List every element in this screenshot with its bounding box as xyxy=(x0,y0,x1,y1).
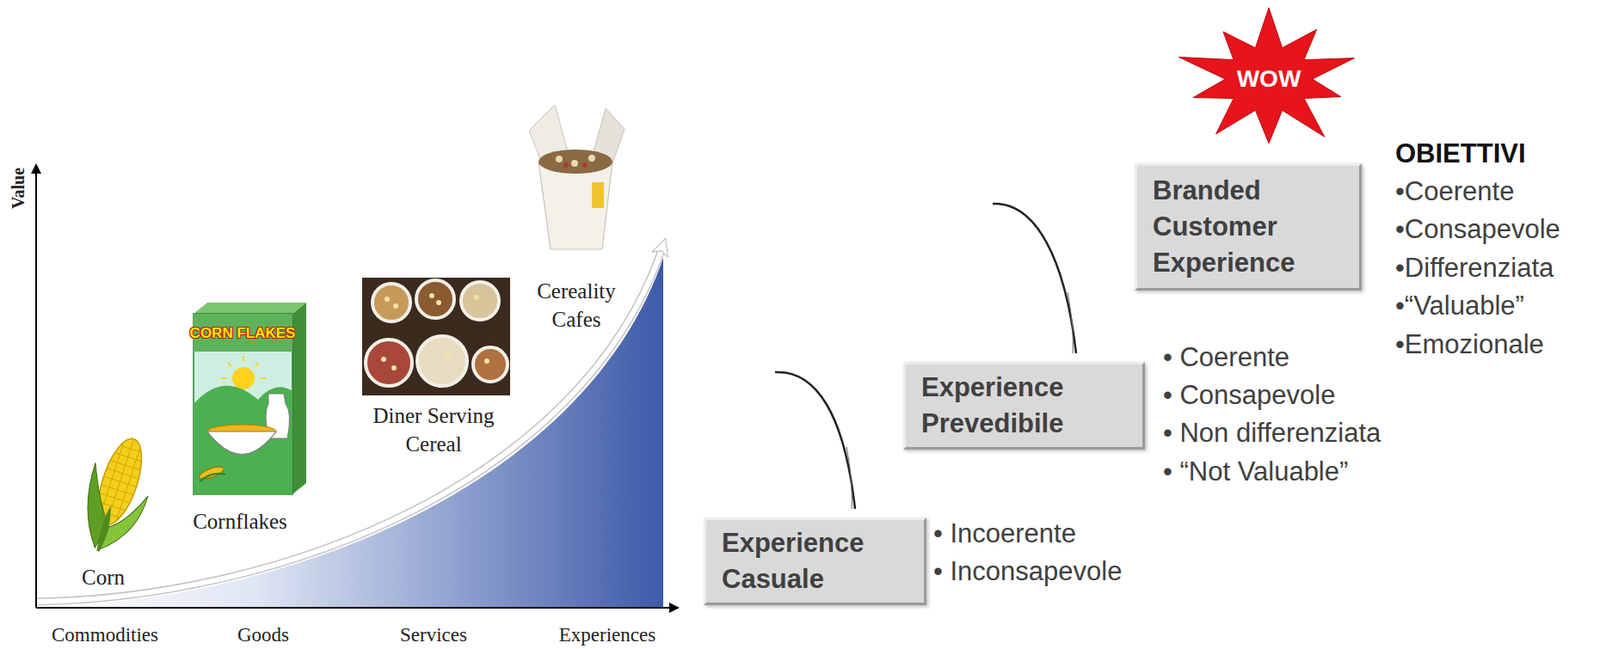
curve-label: Diner Serving Cereal xyxy=(358,402,510,459)
axis-title: Value xyxy=(8,167,29,210)
bullet-item: •“Valuable” xyxy=(1395,289,1525,322)
wow-star: WOW xyxy=(1170,5,1367,154)
value-curve-arrow xyxy=(36,245,664,603)
stage-box: Experience Casuale xyxy=(703,517,927,606)
stage-box: Experience Prevedibile xyxy=(903,362,1145,450)
bullet-item: • Inconsapevole xyxy=(933,555,1122,588)
bullet-item: • Consapevole xyxy=(1163,379,1336,412)
bullet-item: • Coerente xyxy=(1163,341,1290,374)
axis-label: Experiences xyxy=(559,624,656,647)
box-title: Experience Prevedibile xyxy=(921,369,1133,443)
corn-icon xyxy=(69,427,165,561)
package-text: CORN FLAKES xyxy=(190,325,296,343)
progress-strokes xyxy=(775,203,1077,510)
bullet-item: •Consapevole xyxy=(1395,213,1561,246)
curve-label: Cornflakes xyxy=(192,508,288,537)
box-title: Branded Customer Experience xyxy=(1152,172,1349,282)
curve-label: Corn xyxy=(81,564,125,593)
value-curve-shadow xyxy=(36,245,664,603)
takeout-box xyxy=(529,104,625,250)
value-area xyxy=(36,258,664,609)
diner-cereal-photo xyxy=(362,277,511,396)
axis-label: Goods xyxy=(237,624,290,647)
list-heading: OBIETTIVI xyxy=(1395,137,1527,170)
bullet-item: •Emozionale xyxy=(1395,328,1545,361)
axis-label: Commodities xyxy=(51,624,159,647)
curve-label: Cereality Cafes xyxy=(520,277,633,334)
axis-label: Services xyxy=(400,624,468,647)
bullet-item: • Non differenziata xyxy=(1163,417,1381,450)
y-axis xyxy=(35,170,37,609)
star-text: WOW xyxy=(1236,65,1302,93)
bullet-item: • “Not Valuable” xyxy=(1163,455,1348,488)
x-axis xyxy=(36,607,673,610)
bullet-item: • Incoerente xyxy=(933,517,1077,550)
stage-box: Branded Customer Experience xyxy=(1134,163,1362,291)
box-title: Experience Casuale xyxy=(721,525,914,598)
bullet-item: •Coerente xyxy=(1395,175,1514,208)
bullet-item: •Differenziata xyxy=(1395,252,1554,284)
